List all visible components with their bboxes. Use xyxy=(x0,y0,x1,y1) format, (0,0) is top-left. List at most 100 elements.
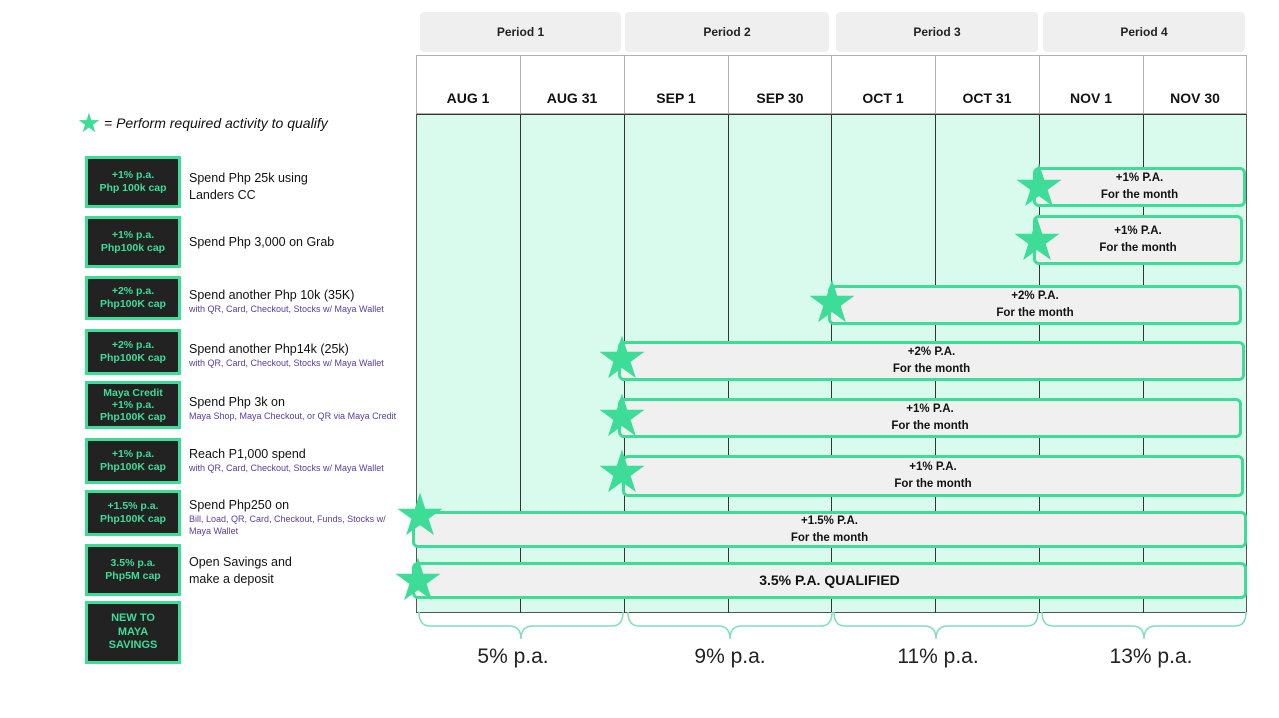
activity-text: Spend Php250 on xyxy=(189,498,290,512)
activity-description: Spend Php 3k on Maya Shop, Maya Checkout… xyxy=(189,394,404,423)
activity-subtext: with QR, Card, Checkout, Stocks w/ Maya … xyxy=(189,462,384,473)
bar-duration: For the month xyxy=(790,531,869,544)
badge-line: +1% p.a. xyxy=(111,228,155,241)
badge-line: MAYA xyxy=(117,625,149,638)
activity-description: Spend Php 25k using Landers CC xyxy=(189,170,329,204)
period-rate-2: 9% p.a. xyxy=(694,645,766,668)
reward-badge-spend-14k: +2% p.a. Php100K cap xyxy=(85,329,181,375)
star-icon xyxy=(1014,217,1060,261)
period-header-2: Period 2 xyxy=(625,12,829,52)
period-brace-1 xyxy=(418,612,624,640)
activity-text: Spend Php 3k on xyxy=(189,395,285,409)
legend-text: = Perform required activity to qualify xyxy=(104,115,328,131)
star-icon xyxy=(599,393,645,437)
reward-bar-spend-14k: +2% P.A. For the month xyxy=(618,341,1245,381)
activity-text: Spend another Php14k (25k) xyxy=(189,342,349,356)
activity-subtext: with QR, Card, Checkout, Stocks w/ Maya … xyxy=(189,357,384,368)
date-label-aug-1: AUG 1 xyxy=(446,90,490,106)
bar-duration: For the month xyxy=(891,420,969,432)
bar-duration: For the month xyxy=(894,478,972,490)
period-header-1: Period 1 xyxy=(420,12,621,52)
reward-badge-spend-250: +1.5% p.a. Php100K cap xyxy=(85,490,181,536)
badge-line: 3.5% p.a. xyxy=(110,556,156,569)
badge-line: Php100K cap xyxy=(100,411,166,424)
reward-bar-landers: +1% P.A. For the month xyxy=(1033,167,1246,207)
timeline-divider xyxy=(935,55,936,114)
activity-description: Reach P1,000 spend with QR, Card, Checko… xyxy=(189,446,414,475)
star-icon xyxy=(395,557,441,601)
timeline-divider xyxy=(520,114,521,613)
bar-duration: For the month xyxy=(892,363,971,375)
activity-subtext: Bill, Load, QR, Card, Checkout, Funds, S… xyxy=(189,513,386,536)
bar-rate: +1.5% P.A. xyxy=(800,514,858,527)
bar-duration: For the month xyxy=(996,307,1074,319)
bar-rate: +1% P.A. xyxy=(1115,172,1164,185)
activity-subtext: with QR, Card, Checkout, Stocks w/ Maya … xyxy=(189,303,384,314)
timeline-divider xyxy=(728,55,729,114)
star-icon xyxy=(599,449,645,493)
date-label-nov-30: NOV 30 xyxy=(1170,90,1220,106)
reward-badge-reach-1000: +1% p.a. Php100K cap xyxy=(85,438,181,484)
date-label-aug-31: AUG 31 xyxy=(546,90,598,106)
timeline-divider xyxy=(1143,55,1144,114)
badge-line: Php100K cap xyxy=(100,461,166,473)
reward-bar-grab: +1% P.A. For the month xyxy=(1033,215,1243,265)
badge-line: NEW TO xyxy=(111,611,155,624)
badge-line: +2% p.a. xyxy=(111,284,155,297)
reward-badge-grab: +1% p.a. Php100k cap xyxy=(85,216,181,268)
bar-duration: For the month xyxy=(1099,242,1177,254)
badge-line: Php 100k cap xyxy=(99,182,167,194)
period-rate-1: 5% p.a. xyxy=(477,645,549,668)
badge-line: Php100K cap xyxy=(100,513,166,525)
period-brace-3 xyxy=(833,612,1039,640)
bar-rate: +1% P.A. xyxy=(1114,225,1162,238)
badge-line: +1% p.a. xyxy=(111,398,155,411)
badge-line: +1.5% p.a. xyxy=(107,499,159,512)
reward-badge-maya-credit: Maya Credit +1% p.a. Php100K cap xyxy=(85,381,181,429)
period-rate-3: 11% p.a. xyxy=(897,645,979,668)
reward-badge-open-savings: 3.5% p.a. Php5M cap xyxy=(85,544,181,596)
badge-line: Php100K cap xyxy=(100,298,166,310)
period-brace-4 xyxy=(1041,612,1247,640)
activity-description: Spend another Php 10k (35K) with QR, Car… xyxy=(189,287,414,316)
date-label-oct-31: OCT 31 xyxy=(962,90,1012,106)
bar-duration: For the month xyxy=(1100,189,1179,201)
period-header-3: Period 3 xyxy=(836,12,1038,52)
badge-line: +2% p.a. xyxy=(111,338,155,351)
star-icon xyxy=(599,335,645,379)
badge-line: Php100k cap xyxy=(100,242,166,254)
period-rate-4: 13% p.a. xyxy=(1109,645,1193,668)
timeline-divider xyxy=(1039,55,1040,114)
period-header-4: Period 4 xyxy=(1043,12,1245,52)
activity-description: Spend Php 3,000 on Grab xyxy=(189,234,414,251)
activity-description: Spend another Php14k (25k) with QR, Card… xyxy=(189,341,414,370)
reward-bar-reach-1000: +1% P.A. For the month xyxy=(622,455,1244,497)
period-brace-2 xyxy=(627,612,833,640)
date-label-sep-30: SEP 30 xyxy=(756,90,804,106)
activity-text: Spend Php 3,000 on Grab xyxy=(189,235,335,249)
star-icon xyxy=(78,112,100,133)
badge-line: SAVINGS xyxy=(108,639,158,652)
reward-bar-spend-10k: +2% P.A. For the month xyxy=(828,285,1242,325)
badge-line: +1% p.a. xyxy=(111,168,155,181)
badge-line: Php100K cap xyxy=(100,352,166,364)
star-icon xyxy=(1016,163,1062,207)
bar-rate: +2% P.A. xyxy=(907,346,956,359)
badge-line: Php5M cap xyxy=(105,570,161,582)
activity-text: Spend Php 25k using Landers CC xyxy=(189,171,308,202)
date-label-sep-1: SEP 1 xyxy=(656,90,696,106)
reward-badge-spend-10k: +2% p.a. Php100K cap xyxy=(85,276,181,320)
activity-description: Open Savings and make a deposit xyxy=(189,554,319,588)
bar-rate: +2% P.A. xyxy=(1011,290,1059,303)
timeline-divider xyxy=(831,55,832,114)
star-icon xyxy=(809,279,855,323)
reward-bar-maya-credit: +1% P.A. For the month xyxy=(618,398,1242,438)
badge-line: +1% p.a. xyxy=(111,447,155,460)
reward-badge-landers: +1% p.a. Php 100k cap xyxy=(85,156,181,208)
legend: = Perform required activity to qualify xyxy=(78,112,328,134)
star-icon xyxy=(397,492,443,536)
reward-bar-spend-250: +1.5% P.A. For the month xyxy=(412,511,1247,548)
activity-subtext: Maya Shop, Maya Checkout, or QR via Maya… xyxy=(189,410,397,421)
reward-badge-new-to-maya: NEW TO MAYA SAVINGS xyxy=(85,601,181,664)
date-label-oct-1: OCT 1 xyxy=(862,90,904,106)
